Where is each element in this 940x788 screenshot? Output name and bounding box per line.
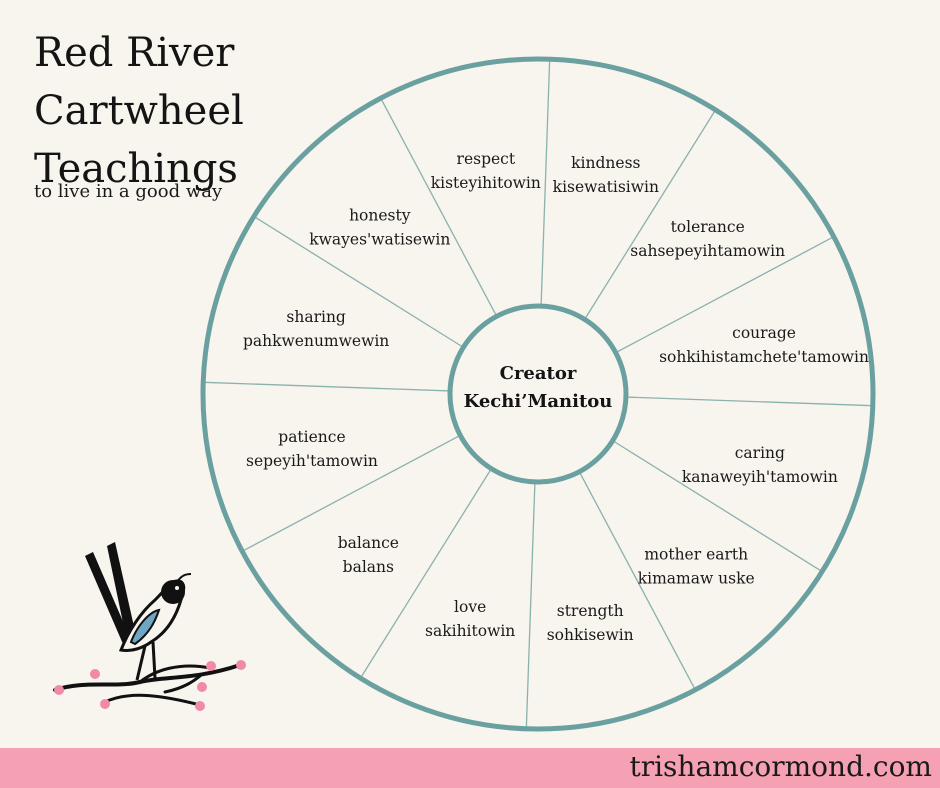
spoke-label-cree: sohkihistamchete'tamowin (659, 348, 869, 366)
spoke-label-english: strength (557, 602, 624, 620)
spoke-label-english: tolerance (671, 218, 745, 236)
spoke-divider (615, 236, 835, 354)
spoke-label-english: sharing (286, 308, 346, 326)
spoke-divider (625, 396, 873, 407)
spoke-label-cree: kanaweyih'tamowin (682, 468, 838, 486)
footer-website: trishamcormond.com (629, 750, 932, 783)
spoke-label-cree: kwayes'watisewin (309, 230, 450, 248)
footer-bar: trishamcormond.com (0, 748, 940, 788)
hub-label-creator: Creator (500, 363, 577, 384)
spoke-label-english: honesty (349, 206, 411, 224)
wheel-hub (447, 303, 629, 485)
spoke-divider (203, 381, 451, 392)
spoke-label-cree: sepeyih'tamowin (246, 452, 378, 470)
wheel-rim (200, 56, 876, 732)
spoke-label-cree: sakihitowin (425, 622, 515, 640)
spoke-label-cree: kimamaw uske (638, 570, 755, 588)
spoke-label-cree: balans (343, 558, 394, 576)
bird-on-branch-icon (53, 542, 246, 711)
hub-label-manitou: Kechi’Manitou (464, 391, 613, 412)
cartwheel-diagram: Creator Kechi’Manitou respect kisteyihito… (200, 56, 876, 732)
spoke-label-english: kindness (571, 154, 640, 172)
spoke-label-english: respect (457, 150, 516, 168)
spoke-label-cree: sahsepeyihtamowin (630, 242, 785, 260)
spoke-label-cree: kisteyihitowin (431, 174, 541, 192)
spoke-divider (359, 468, 492, 679)
spoke-divider (253, 215, 464, 348)
spoke-divider (584, 109, 717, 320)
spoke-divider (525, 481, 536, 729)
spoke-divider (380, 97, 498, 317)
page-title: Red River Cartwheel Teachings (34, 30, 244, 192)
spoke-label-cree: kisewatisiwin (553, 178, 659, 196)
spoke-label-english: caring (735, 444, 785, 462)
spoke-divider (241, 434, 461, 552)
spoke-label-cree: sohkisewin (547, 626, 634, 644)
spoke-label-english: love (454, 598, 486, 616)
spoke-label-english: balance (338, 534, 399, 552)
spoke-label-english: courage (732, 324, 796, 342)
spoke-label-cree: pahkwenumwewin (243, 332, 389, 350)
spoke-label-english: patience (278, 428, 345, 446)
spoke-divider (578, 471, 696, 691)
page-subtitle: to live in a good way (34, 181, 223, 202)
spoke-divider (540, 59, 551, 307)
spoke-label-english: mother earth (644, 546, 748, 564)
spoke-divider (612, 440, 823, 573)
